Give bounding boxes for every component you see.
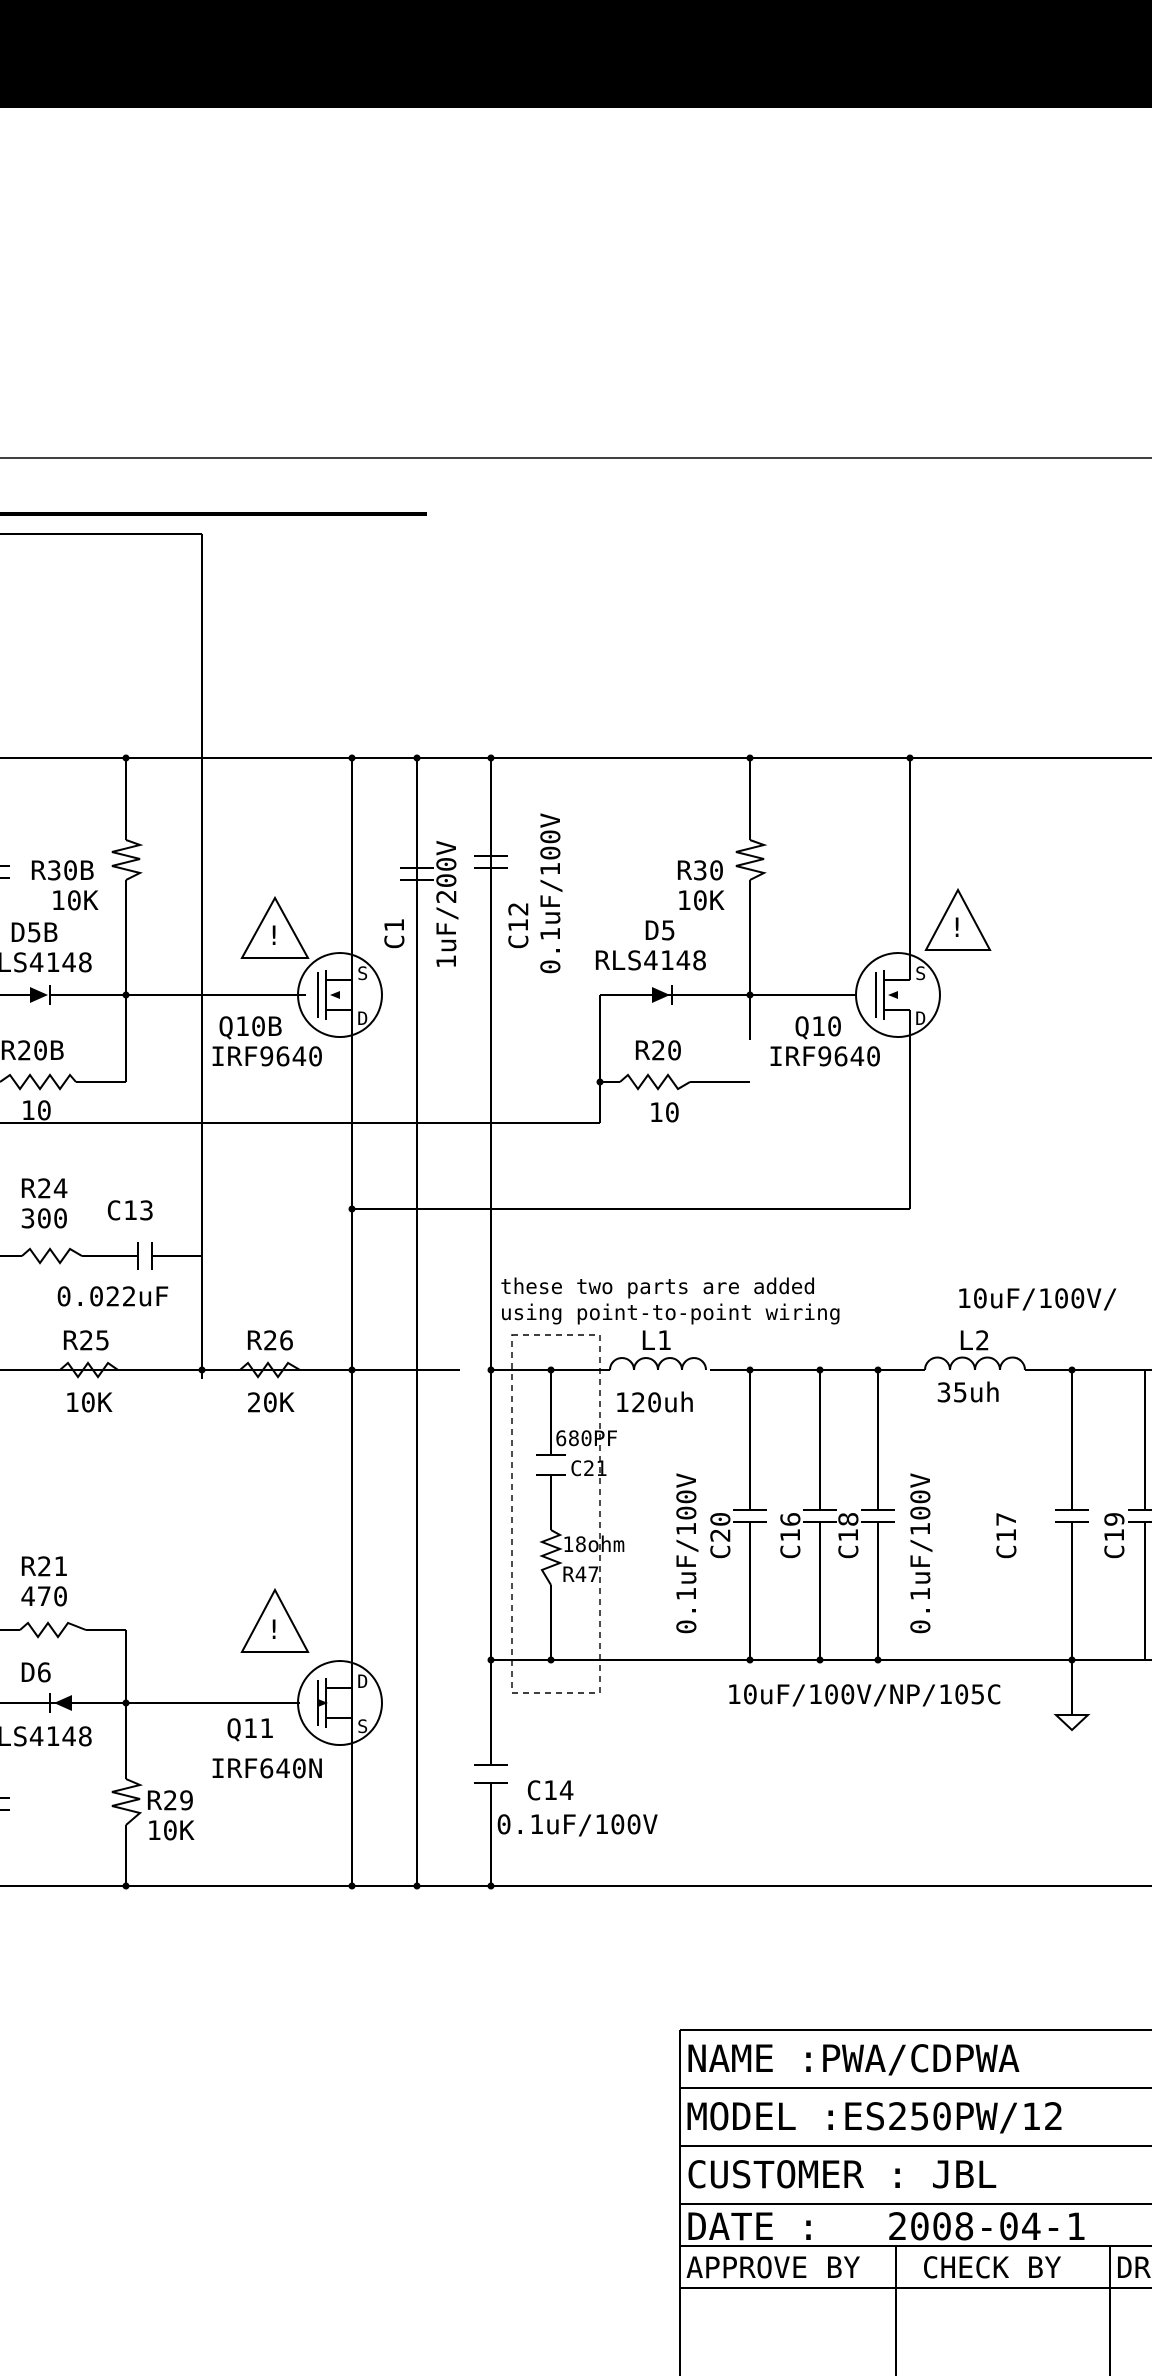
r30b-val: 10K — [50, 886, 100, 917]
c13-ref: C13 — [106, 1196, 155, 1227]
resistor-symbols — [0, 839, 768, 1826]
r24-val: 300 — [20, 1204, 69, 1235]
r30-ref: R30 — [676, 856, 725, 887]
q10-val: IRF9640 — [768, 1042, 882, 1073]
top-black-bar — [0, 0, 1152, 108]
c16-ref: C16 — [776, 1511, 807, 1560]
capacitor-symbols — [0, 855, 1152, 1811]
c12-val: 0.1uF/100V — [536, 812, 567, 975]
r47-val: 18ohm — [562, 1533, 625, 1557]
r26-ref: R26 — [246, 1326, 295, 1357]
l2-ref: L2 — [958, 1326, 991, 1357]
title-date: DATE : 2008-04-1 — [686, 2206, 1087, 2249]
mosfet-q11 — [297, 1660, 383, 1746]
c21-val: 680PF — [555, 1427, 618, 1451]
ground-symbol — [1053, 1702, 1091, 1732]
r29-val: 10K — [146, 1816, 196, 1847]
d6-ref: D6 — [20, 1658, 53, 1689]
c1-ref: C1 — [380, 917, 411, 950]
c18-val: 0.1uF/100V — [906, 1472, 937, 1635]
q11-val: IRF640N — [210, 1754, 324, 1785]
title-block: NAME :PWA/CDPWA MODEL :ES250PW/12 CUSTOM… — [679, 2029, 1152, 2376]
note-line1: these two parts are added — [500, 1275, 816, 1299]
d5-val: RLS4148 — [594, 946, 708, 977]
title-approve: APPROVE BY — [686, 2251, 861, 2285]
r47-ref: R47 — [562, 1563, 600, 1587]
warning-triangles — [240, 887, 992, 1653]
l1-ref: L1 — [640, 1326, 673, 1357]
c14-val: 0.1uF/100V — [496, 1810, 659, 1841]
q11-ref: Q11 — [226, 1714, 275, 1745]
cap-note-top: 10uF/100V/ — [956, 1284, 1119, 1315]
inductor-symbols — [609, 1356, 1026, 1371]
q10b-pin-d: D — [357, 1008, 368, 1030]
q10b-pin-s: S — [357, 963, 368, 985]
q10b-val: IRF9640 — [210, 1042, 324, 1073]
diode-symbols — [30, 985, 673, 1713]
warning-icon-q10b: ! — [266, 921, 282, 952]
d5b-ref: D5B — [10, 918, 59, 949]
note-line2: using point-to-point wiring — [500, 1301, 841, 1325]
title-model: MODEL :ES250PW/12 — [686, 2096, 1065, 2139]
r20b-ref: R20B — [0, 1036, 65, 1067]
cap-note-bottom: 10uF/100V/NP/105C — [726, 1680, 1002, 1711]
r20-val: 10 — [648, 1098, 681, 1129]
c20-val: 0.1uF/100V — [672, 1472, 703, 1635]
r20-ref: R20 — [634, 1036, 683, 1067]
l2-val: 35uh — [936, 1378, 1001, 1409]
r29-ref: R29 — [146, 1786, 195, 1817]
c18-ref: C18 — [834, 1511, 865, 1560]
added-parts-dashed-box — [511, 1334, 601, 1694]
r21-ref: R21 — [20, 1552, 69, 1583]
c17-ref: C17 — [992, 1511, 1023, 1560]
r26-val: 20K — [246, 1388, 296, 1419]
c12-ref: C12 — [504, 901, 535, 950]
r30b-ref: R30B — [30, 856, 95, 887]
q11-pin-s: S — [357, 1716, 368, 1738]
c19-ref: C19 — [1100, 1511, 1131, 1560]
component-labels: R30B 10K D5B LS4148 R20B 10 Q10B IRF9640… — [0, 812, 1131, 1847]
title-draw: DR — [1116, 2251, 1151, 2285]
c20-ref: C20 — [706, 1511, 737, 1560]
r24-ref: R24 — [20, 1174, 69, 1205]
l1-val: 120uh — [614, 1388, 695, 1419]
d6-val: LS4148 — [0, 1722, 94, 1753]
q10b-ref: Q10B — [218, 1012, 283, 1043]
r20b-val: 10 — [20, 1096, 53, 1127]
r25-val: 10K — [64, 1388, 114, 1419]
q11-pin-d: D — [357, 1671, 368, 1693]
warning-icon-q11: ! — [266, 1615, 282, 1646]
title-customer: CUSTOMER : JBL — [686, 2154, 998, 2197]
c13-val: 0.022uF — [56, 1282, 170, 1313]
mosfet-q10 — [855, 940, 941, 1050]
q10-ref: Q10 — [794, 1012, 843, 1043]
warning-icon-q10: ! — [949, 913, 965, 944]
junction-dots — [122, 754, 1076, 1890]
q10-pin-s: S — [915, 963, 926, 985]
c21-ref: C21 — [570, 1457, 608, 1481]
mosfet-q10b — [297, 952, 383, 1040]
r30-val: 10K — [676, 886, 726, 917]
title-check: CHECK BY — [922, 2251, 1062, 2285]
d5b-val: LS4148 — [0, 948, 94, 979]
r25-ref: R25 — [62, 1326, 111, 1357]
d5-ref: D5 — [644, 916, 677, 947]
c14-ref: C14 — [526, 1776, 575, 1807]
c1-val: 1uF/200V — [432, 840, 463, 970]
title-name: NAME :PWA/CDPWA — [686, 2038, 1020, 2081]
q10-pin-d: D — [915, 1008, 926, 1030]
r21-val: 470 — [20, 1582, 69, 1613]
